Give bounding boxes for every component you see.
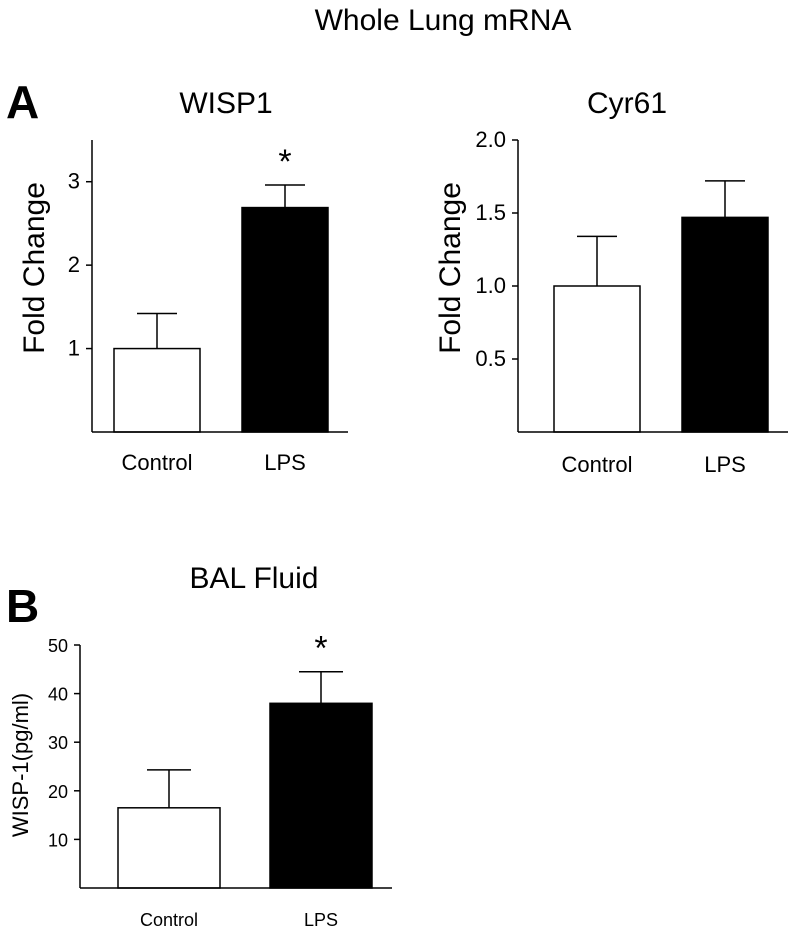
bar-bal-fluid-1 [269,702,373,889]
significance-star-wisp1: * [278,143,291,181]
y-tick-label-cyr61: 2.0 [475,127,506,152]
y-tick-label-bal-fluid: 20 [48,782,68,802]
y-tick-label-bal-fluid: 30 [48,733,68,753]
chart-title-cyr61: Cyr61 [587,87,667,120]
x-tick-label-bal-fluid-1: LPS [304,910,338,930]
figure-title: Whole Lung mRNA [315,4,572,37]
bar-cyr61-1 [681,216,769,433]
y-tick-label-wisp1: 3 [68,169,80,194]
y-tick-label-bal-fluid: 50 [48,636,68,656]
y-tick-label-cyr61: 0.5 [475,346,506,371]
chart-title-bal-fluid: BAL Fluid [190,562,319,595]
y-tick-label-bal-fluid: 40 [48,685,68,705]
panel-label-b: B [6,580,39,632]
y-axis-label-bal-fluid: WISP-1(pg/ml) [8,693,33,837]
x-tick-label-cyr61-0: Control [562,452,633,477]
y-axis-label-cyr61: Fold Change [434,182,467,354]
y-tick-label-wisp1: 2 [68,252,80,277]
x-tick-label-wisp1-0: Control [122,450,193,475]
bar-bal-fluid-0 [117,807,221,889]
y-tick-label-wisp1: 1 [68,336,80,361]
x-tick-label-wisp1-1: LPS [264,450,306,475]
y-axis-label-wisp1: Fold Change [18,182,51,354]
bar-wisp1-0 [113,347,201,433]
bar-cyr61-0 [553,285,641,433]
significance-star-bal-fluid: * [314,630,327,668]
bar-wisp1-1 [241,206,329,433]
panel-label-a: A [6,76,39,128]
y-tick-label-cyr61: 1.0 [475,273,506,298]
y-tick-label-bal-fluid: 10 [48,830,68,850]
x-tick-label-bal-fluid-0: Control [140,910,198,930]
x-tick-label-cyr61-1: LPS [704,452,746,477]
chart-title-wisp1: WISP1 [179,87,272,120]
y-tick-label-cyr61: 1.5 [475,200,506,225]
